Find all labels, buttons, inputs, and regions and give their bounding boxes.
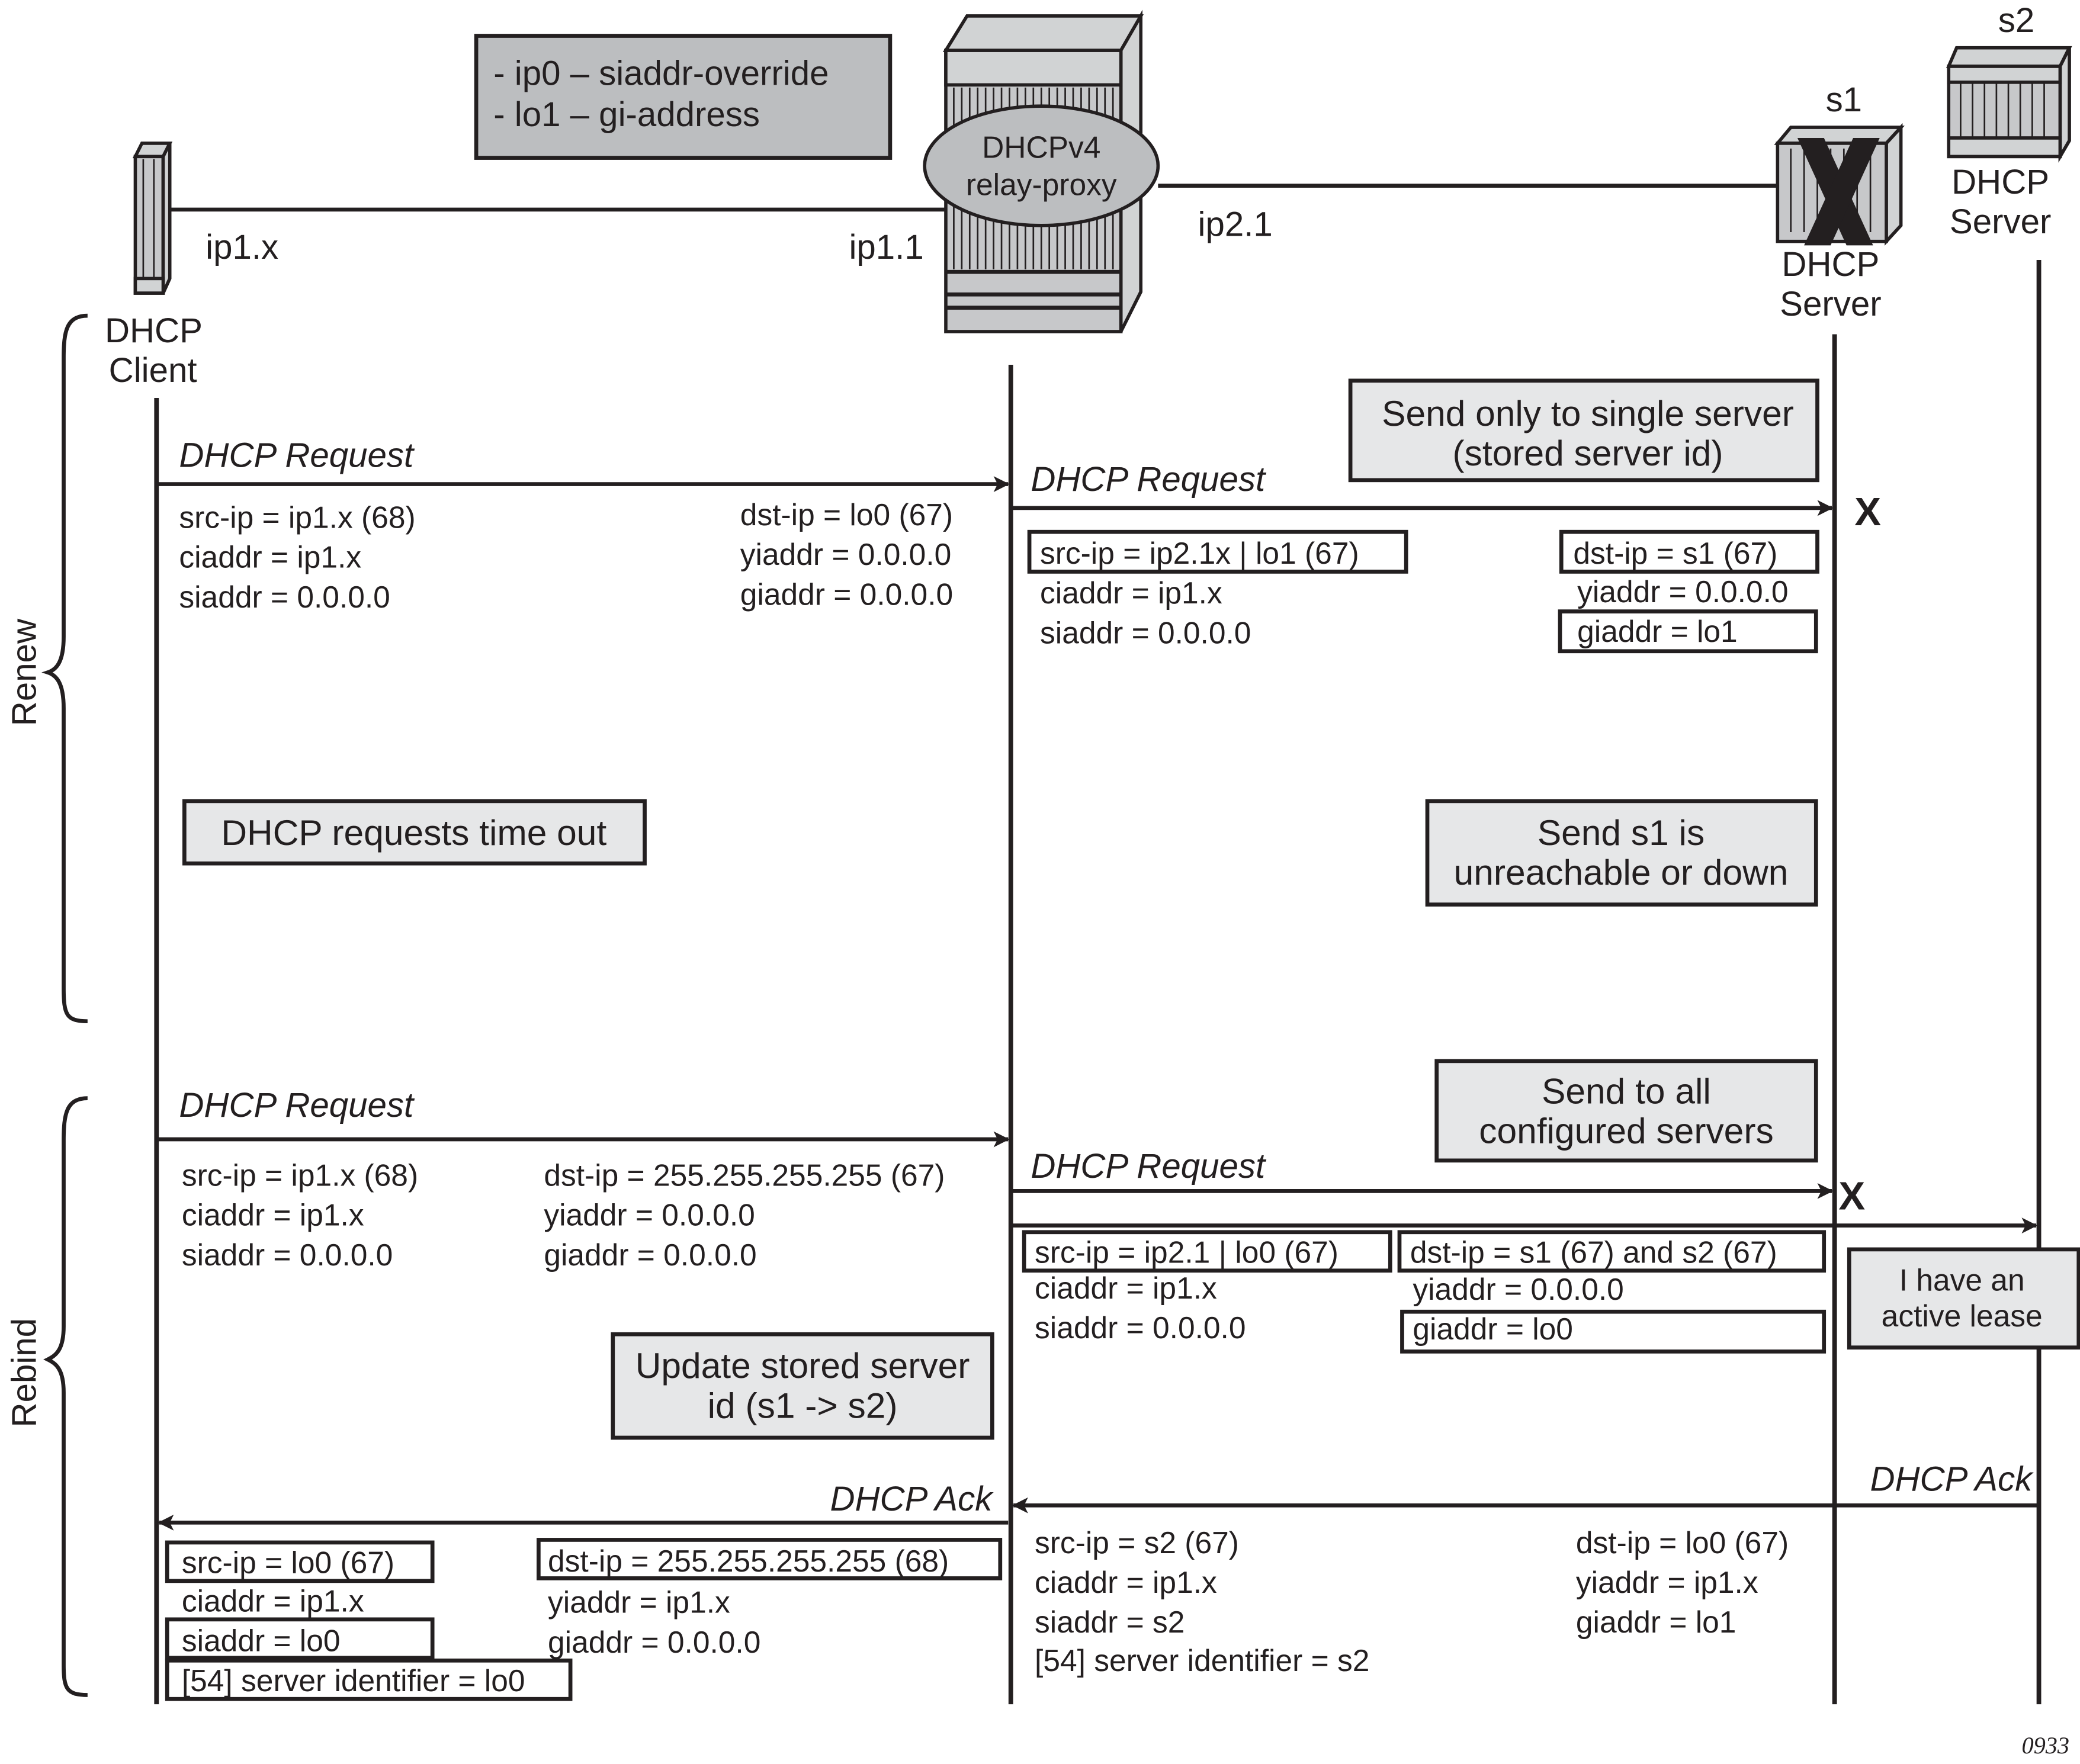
- note-text: Send to all: [1542, 1071, 1711, 1111]
- note-text: Update stored server: [635, 1345, 970, 1386]
- field-highlighted: giaddr = lo1: [1577, 614, 1738, 648]
- server-s2-id: s2: [1998, 1, 2035, 40]
- field: yiaddr = ip1.x: [548, 1585, 730, 1620]
- relay-proxy-ellipse: [923, 104, 1160, 227]
- note-active-lease: [1847, 1247, 2080, 1350]
- server-s1-id: s1: [1826, 81, 1863, 119]
- field: yiaddr = 0.0.0.0: [740, 537, 951, 571]
- server-ack-label: DHCP Ack: [1870, 1460, 2034, 1499]
- field-highlighted: src-ip = ip2.1 | lo0 (67): [1035, 1235, 1338, 1269]
- field: dst-ip = lo0 (67): [1576, 1525, 1789, 1560]
- rebind-client-request-label: DHCP Request: [179, 1086, 415, 1124]
- field: src-ip = ip1.x (68): [179, 500, 415, 534]
- phase-rebind-label: Rebind: [5, 1318, 43, 1427]
- relay-label: relay-proxy: [966, 167, 1117, 201]
- field: yiaddr = 0.0.0.0: [1413, 1272, 1623, 1306]
- field-highlighted: giaddr = lo0: [1413, 1312, 1573, 1346]
- renew-relay-request-label: DHCP Request: [1031, 460, 1267, 499]
- note-update-server-id: [611, 1332, 994, 1440]
- field-highlighted: siaddr = lo0: [182, 1624, 341, 1658]
- field: dst-ip = 255.255.255.255 (67): [544, 1158, 945, 1192]
- field: ciaddr = ip1.x: [182, 1583, 364, 1618]
- note-timeout: [182, 799, 647, 866]
- note-all-servers: [1434, 1059, 1818, 1163]
- field: ciaddr = ip1.x: [182, 1198, 364, 1232]
- relay-router-icon: DHCPv4 relay-proxy: [923, 9, 1160, 333]
- rebind-brace: [43, 1096, 88, 1697]
- figure-id: 0933: [2021, 1732, 2069, 1759]
- note-text: id (s1 -> s2): [708, 1385, 898, 1425]
- field: giaddr = 0.0.0.0: [740, 577, 953, 611]
- field: yiaddr = 0.0.0.0: [1577, 574, 1788, 609]
- client-interface-label: ip1.x: [206, 228, 278, 266]
- field: yiaddr = ip1.x: [1576, 1565, 1758, 1599]
- drop-x-icon: X: [1838, 1174, 1865, 1219]
- field: giaddr = lo1: [1576, 1605, 1736, 1639]
- note-text: Send only to single server: [1382, 393, 1794, 433]
- relay-interface-left-label: ip1.1: [849, 228, 923, 266]
- field-highlighted: src-ip = lo0 (67): [182, 1545, 394, 1579]
- field-highlighted: src-ip = ip2.1x | lo1 (67): [1040, 536, 1359, 570]
- client-device-icon: [132, 142, 173, 295]
- field: ciaddr = ip1.x: [1040, 576, 1222, 610]
- field-highlighted: dst-ip = 255.255.255.255 (68): [548, 1544, 949, 1578]
- relay-interface-right-label: ip2.1: [1198, 205, 1273, 244]
- note-text: DHCP requests time out: [221, 812, 606, 853]
- field: siaddr = 0.0.0.0: [1040, 615, 1251, 650]
- relay-label: DHCPv4: [982, 130, 1100, 165]
- server-s2-label: Server: [1950, 203, 2051, 241]
- field: ciaddr = ip1.x: [1035, 1565, 1217, 1599]
- field: ciaddr = ip1.x: [179, 540, 361, 574]
- renew-brace: [41, 313, 88, 1024]
- field: yiaddr = 0.0.0.0: [544, 1198, 755, 1232]
- client-label: Client: [109, 351, 197, 390]
- field: siaddr = 0.0.0.0: [1035, 1310, 1246, 1345]
- field: siaddr = 0.0.0.0: [182, 1238, 393, 1272]
- client-label: DHCP: [105, 311, 203, 350]
- note-single-server: [1348, 378, 1819, 483]
- field: src-ip = s2 (67): [1035, 1525, 1239, 1560]
- note-text: (stored server id): [1453, 433, 1723, 473]
- note-text: Send s1 is: [1537, 812, 1705, 853]
- note-text: active lease: [1882, 1299, 2043, 1333]
- note-text: unreachable or down: [1454, 852, 1789, 892]
- field-highlighted: dst-ip = s1 (67) and s2 (67): [1410, 1235, 1777, 1269]
- server-s2-label: DHCP: [1951, 163, 2049, 201]
- field: [54] server identifier = s2: [1035, 1643, 1369, 1678]
- note-text: configured servers: [1479, 1111, 1773, 1151]
- field: ciaddr = ip1.x: [1035, 1271, 1217, 1305]
- rebind-relay-request-label: DHCP Request: [1031, 1147, 1267, 1185]
- server-s2-icon: s2: [1946, 1, 2072, 163]
- server-s1-icon: s1: [1774, 81, 1905, 246]
- field: dst-ip = lo0 (67): [740, 497, 953, 532]
- field: giaddr = 0.0.0.0: [544, 1238, 756, 1272]
- field: src-ip = ip1.x (68): [182, 1158, 418, 1192]
- server-s1-label: DHCP: [1782, 245, 1879, 284]
- renew-client-request-label: DHCP Request: [179, 436, 415, 474]
- config-note-line: - lo1 – gi-address: [493, 95, 760, 134]
- field: siaddr = 0.0.0.0: [179, 580, 390, 614]
- field: giaddr = 0.0.0.0: [548, 1625, 760, 1659]
- relay-ack-label: DHCP Ack: [830, 1480, 994, 1518]
- phase-renew-label: Renew: [5, 618, 43, 726]
- field-highlighted: [54] server identifier = lo0: [182, 1663, 525, 1698]
- note-unreachable: [1425, 799, 1818, 907]
- config-note-line: - ip0 – siaddr-override: [493, 54, 829, 92]
- note-text: I have an: [1899, 1262, 2025, 1297]
- server-s1-label: Server: [1780, 285, 1881, 323]
- config-note: - ip0 – siaddr-override - lo1 – gi-addre…: [474, 34, 893, 160]
- field-highlighted: dst-ip = s1 (67): [1573, 536, 1777, 570]
- field: siaddr = s2: [1035, 1605, 1185, 1639]
- drop-x-icon: X: [1854, 490, 1881, 534]
